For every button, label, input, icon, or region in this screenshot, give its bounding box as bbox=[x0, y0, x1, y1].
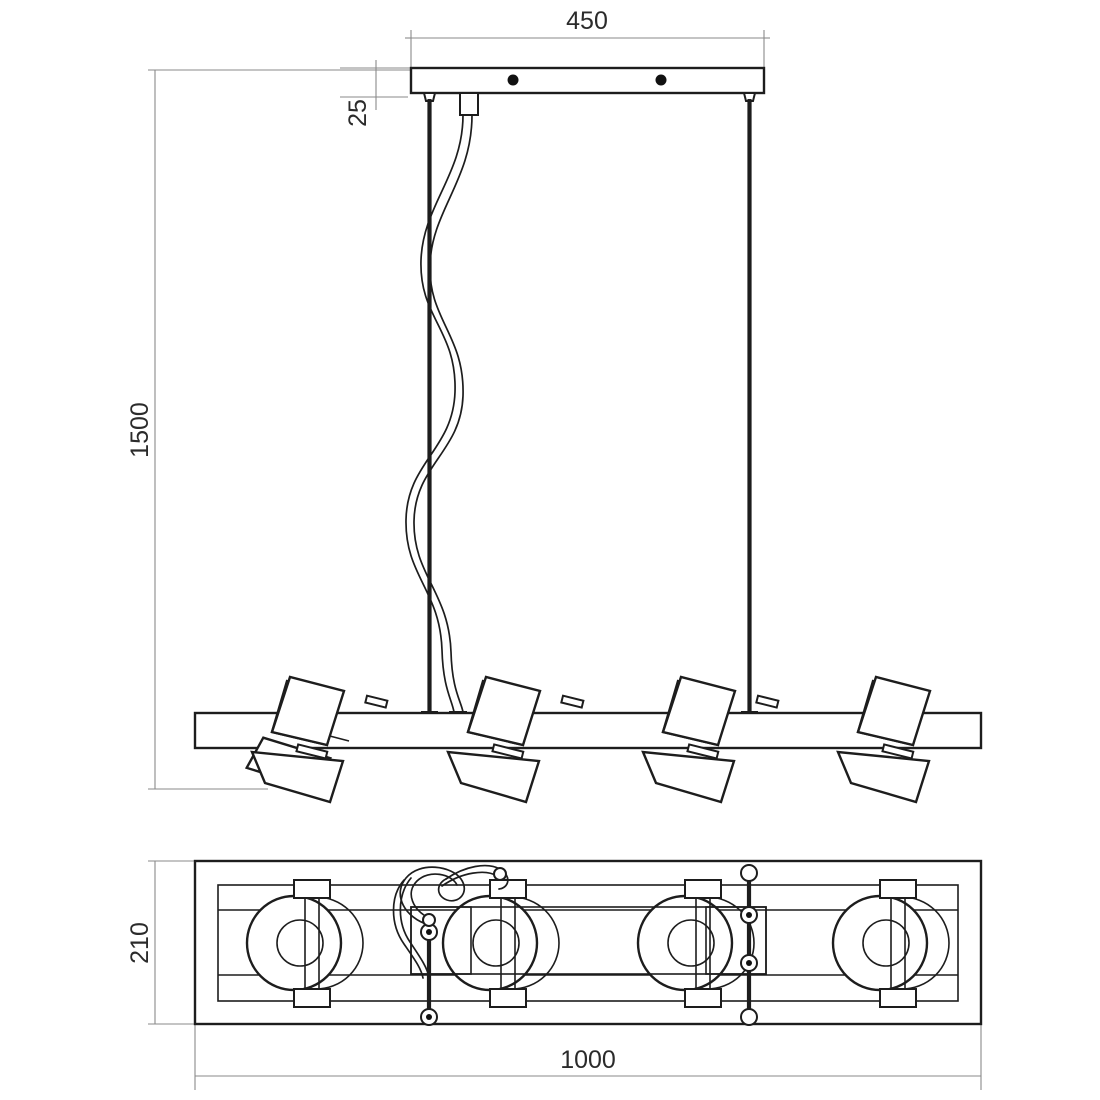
dimension-label-210: 210 bbox=[126, 922, 154, 964]
dimension-label-25: 25 bbox=[344, 99, 372, 127]
suspension-rod-left bbox=[421, 92, 438, 725]
front-elevation-view: 450 25 1500 bbox=[126, 7, 983, 804]
power-cable-plan bbox=[392, 864, 509, 979]
ceiling-mount-hole bbox=[507, 74, 519, 86]
dimension-canopy-height: 25 bbox=[340, 60, 410, 127]
suspension-rod-right-plan bbox=[740, 864, 758, 1026]
main-bar-plan-inner bbox=[217, 884, 959, 1002]
dimension-label-450: 450 bbox=[566, 7, 608, 35]
ceiling-mount-hole bbox=[655, 74, 667, 86]
spot-head-2-plan bbox=[441, 879, 560, 1008]
dimension-total-drop: 1500 bbox=[126, 69, 414, 790]
spot-head-2 bbox=[446, 675, 585, 804]
spot-head-1-plan bbox=[245, 879, 364, 1008]
suspension-rod-right bbox=[741, 92, 758, 725]
top-plan-view: 210 1000 bbox=[126, 859, 983, 1090]
dimension-canopy-width: 450 bbox=[405, 7, 770, 72]
dimension-label-1500: 1500 bbox=[126, 402, 154, 458]
spot-head-4 bbox=[836, 675, 932, 804]
dimension-body-length: 1000 bbox=[194, 1024, 982, 1090]
ceiling-plate bbox=[409, 66, 766, 95]
spot-head-1 bbox=[244, 675, 389, 804]
spot-head-3 bbox=[641, 675, 780, 804]
power-cable bbox=[405, 92, 479, 725]
junction-box-plan bbox=[410, 906, 767, 975]
spot-head-4-plan bbox=[831, 879, 950, 1008]
spot-head-3-plan bbox=[636, 879, 755, 1008]
dimension-body-depth: 210 bbox=[126, 860, 196, 1025]
dimension-label-1000: 1000 bbox=[560, 1046, 616, 1074]
